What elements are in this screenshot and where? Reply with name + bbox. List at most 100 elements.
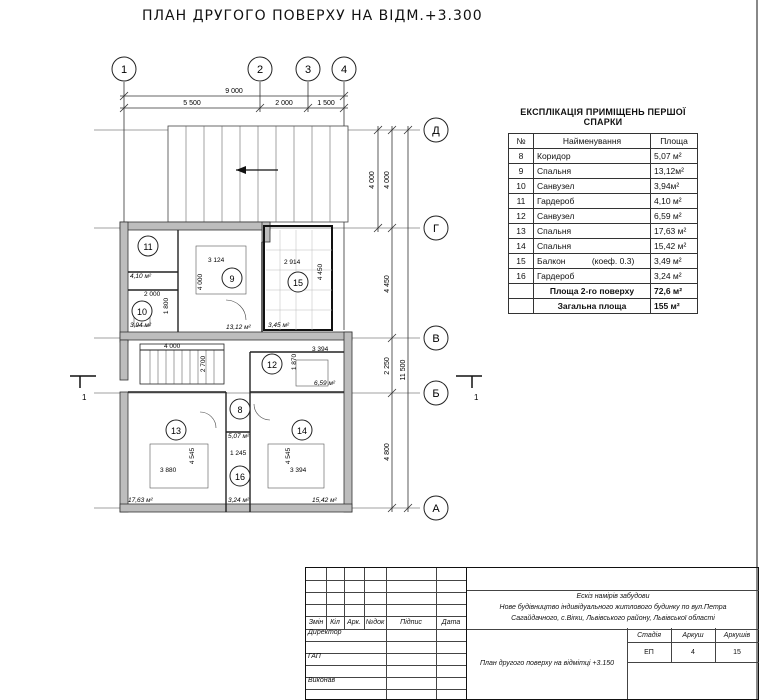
- dim-right-seg-3: 2 250: [384, 357, 391, 375]
- svg-text:3,45 м²: 3,45 м²: [268, 322, 290, 329]
- svg-text:15,42 м²: 15,42 м²: [312, 497, 338, 504]
- role-director: Директор: [308, 629, 342, 636]
- explication-title: ЕКСПЛІКАЦІЯ ПРИМІЩЕНЬ ПЕРШОЇ СПАРКИ: [520, 107, 686, 127]
- room-11: 11 4,10 м²: [130, 235, 159, 280]
- svg-text:15: 15: [293, 278, 303, 288]
- sheets-label: Аркушів: [715, 628, 759, 643]
- svg-text:В: В: [432, 333, 439, 345]
- room-12: 12 3 394 6,59 м²: [261, 346, 336, 387]
- svg-text:10: 10: [137, 307, 147, 317]
- dim-4450: 4 450: [317, 263, 324, 280]
- dim-4545-b: 4 545: [285, 447, 292, 464]
- svg-text:9: 9: [229, 274, 234, 284]
- roof-hatch: [167, 125, 349, 223]
- dim-right-total: 11 500: [400, 359, 407, 380]
- col-pidpys: Підпис: [386, 616, 437, 629]
- svg-text:3: 3: [305, 64, 311, 76]
- dim-1800: 1 800: [163, 297, 170, 314]
- svg-text:13,12 м²: 13,12 м²: [226, 324, 252, 331]
- explication-panel: ЕКСПЛІКАЦІЯ ПРИМІЩЕНЬ ПЕРШОЇ СПАРКИ № На…: [508, 107, 698, 314]
- svg-text:3 394: 3 394: [290, 467, 307, 474]
- col-kil: Кіл: [326, 616, 345, 629]
- room-8: 8 5,07 м²: [228, 398, 251, 440]
- sheet-value: 4: [671, 642, 716, 663]
- svg-text:1 245: 1 245: [230, 450, 247, 457]
- staircase: [139, 343, 225, 385]
- svg-text:3,24 м²: 3,24 м²: [228, 497, 250, 504]
- svg-text:А: А: [432, 503, 440, 515]
- svg-text:16: 16: [235, 472, 245, 482]
- dim-2700: 2 700: [200, 355, 207, 372]
- svg-text:11: 11: [143, 242, 152, 252]
- axis-bubble-G: Г: [423, 215, 449, 241]
- svg-text:3 124: 3 124: [208, 257, 225, 264]
- section-mark-right: 1: [474, 393, 479, 402]
- dim-right-inner: 4 000: [369, 171, 376, 189]
- col-ndok: №док: [364, 616, 387, 629]
- dim-top-seg-3: 1 500: [317, 100, 335, 107]
- svg-text:14: 14: [297, 426, 307, 436]
- dim-top-total: 9 000: [225, 88, 243, 95]
- svg-text:13: 13: [171, 426, 181, 436]
- svg-text:4: 4: [341, 64, 347, 76]
- dim-1870: 1 870: [291, 353, 298, 370]
- svg-text:8: 8: [237, 405, 242, 415]
- col-header-no: №: [508, 133, 534, 149]
- dim-4000-a: 4 000: [197, 273, 204, 290]
- axis-bubble-B: Б: [423, 380, 449, 406]
- axis-bubble-2: 2: [247, 56, 273, 82]
- svg-text:3 880: 3 880: [160, 467, 177, 474]
- svg-text:1: 1: [121, 64, 127, 76]
- svg-text:Б: Б: [432, 388, 439, 400]
- dim-4000-b: 4 000: [164, 343, 181, 350]
- svg-text:Г: Г: [433, 223, 439, 235]
- svg-text:2 000: 2 000: [144, 291, 161, 298]
- svg-text:3,94 м²: 3,94 м²: [130, 322, 152, 329]
- title-block-info: Ескіз намірів забудови Нове будівництво …: [466, 568, 759, 699]
- svg-text:4,10 м²: 4,10 м²: [130, 273, 152, 280]
- axis-bubble-4: 4: [331, 56, 357, 82]
- dim-4545-a: 4 545: [189, 447, 196, 464]
- room-15: 15 2 914 3,45 м²: [268, 259, 309, 329]
- col-header-name: Найменування: [533, 133, 651, 149]
- axis-bubble-V: В: [423, 325, 449, 351]
- axis-bubble-3: 3: [295, 56, 321, 82]
- svg-text:2 914: 2 914: [284, 259, 301, 266]
- room-14: 14 3 394 15,42 м²: [290, 419, 338, 504]
- dim-right-seg-2: 4 450: [384, 275, 391, 293]
- svg-text:12: 12: [267, 360, 277, 370]
- col-ark: Арк.: [344, 616, 365, 629]
- project-description: Ескіз намірів забудови Нове будівництво …: [467, 590, 759, 630]
- dim-top-seg-2: 2 000: [275, 100, 293, 107]
- dim-top-seg-1: 5 500: [183, 100, 201, 107]
- axis-bubble-A: А: [423, 495, 449, 521]
- role-vykonav: Виконав: [308, 677, 336, 684]
- svg-text:2: 2: [257, 64, 263, 76]
- revision-grid: Змін Кіл Арк. №док Підпис Дата Директор …: [306, 568, 466, 699]
- col-data: Дата: [441, 619, 461, 626]
- room-16: 16 1 245 3,24 м²: [228, 450, 251, 504]
- role-gap: ГАП: [308, 653, 321, 660]
- section-mark-left: 1: [82, 393, 87, 402]
- sheet-name: План другого поверху на відмітці +3.150: [467, 628, 628, 699]
- sheet-label: Аркуш: [671, 628, 716, 643]
- sheets-value: 15: [715, 642, 759, 663]
- col-header-area: Площа: [650, 133, 698, 149]
- exterior-walls: [119, 221, 353, 513]
- stage-label: Стадія: [627, 628, 672, 643]
- svg-text:6,59 м²: 6,59 м²: [314, 380, 336, 387]
- room-10: 10 2 000 3,94 м²: [130, 291, 161, 329]
- room-9: 9 3 124 13,12 м²: [208, 257, 252, 331]
- svg-text:Д: Д: [432, 125, 440, 137]
- dim-right-seg-1: 4 000: [384, 171, 391, 189]
